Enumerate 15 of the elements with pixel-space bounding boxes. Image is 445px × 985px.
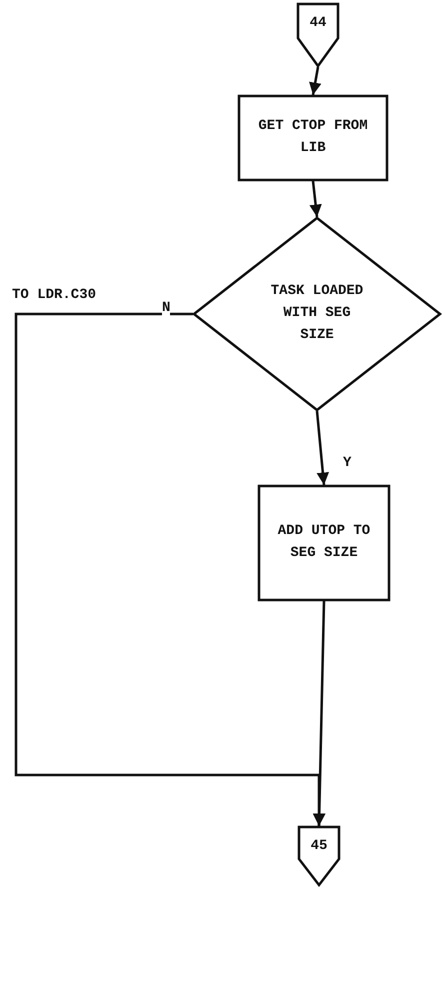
node-text: TASK LOADED WITH SEG SIZE (270, 282, 364, 345)
arrow (313, 600, 326, 826)
arrow (316, 410, 330, 486)
node-text: 44 (310, 14, 326, 33)
node-text: 45 (310, 837, 328, 856)
arrow (309, 180, 322, 218)
arrow (309, 66, 322, 96)
node-text: GET CTOP FROM LIB (257, 117, 369, 158)
process-box (238, 95, 388, 181)
process-box (258, 485, 390, 601)
note-text: TO LDR.C30 (12, 286, 98, 305)
decision-diamond (193, 217, 441, 411)
off-page-connector (297, 3, 339, 67)
off-page-connector (298, 826, 340, 886)
node-text: ADD UTOP TO SEG SIZE (276, 522, 372, 563)
